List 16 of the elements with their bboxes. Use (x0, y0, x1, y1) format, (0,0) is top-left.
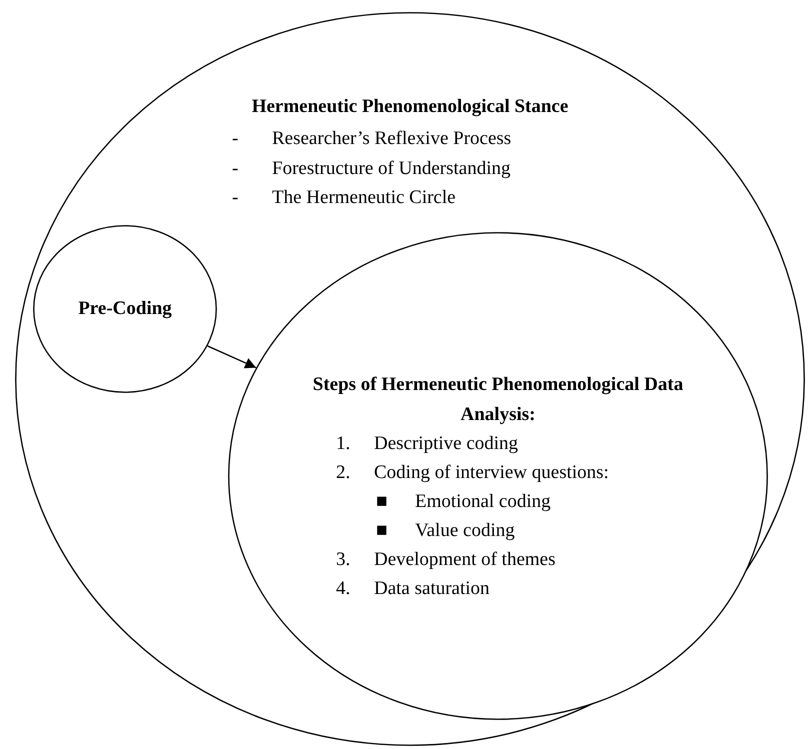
list-item: 2. Coding of interview questions: (336, 462, 609, 484)
ellipse-node (228, 232, 768, 720)
arrow (207, 345, 256, 368)
list-item: - Forestructure of Understanding (232, 158, 510, 180)
list-item: ■ Emotional coding (376, 491, 551, 513)
list-item: 3. Development of themes (336, 549, 556, 571)
heading: Pre-Coding (77, 297, 173, 321)
list-item: - Researcher’s Reflexive Process (232, 128, 512, 150)
list-item: - The Hermeneutic Circle (232, 187, 456, 209)
circle-node (33, 225, 217, 393)
ellipse-node (15, 12, 805, 746)
list-item: ■ Value coding (376, 520, 515, 542)
heading: Hermeneutic Phenomenological Stance (250, 95, 570, 119)
list-item: 1. Descriptive coding (336, 433, 518, 455)
heading: Steps of Hermeneutic Phenomenological Data Analysis: (312, 373, 684, 427)
list-item: 4. Data saturation (336, 578, 490, 600)
